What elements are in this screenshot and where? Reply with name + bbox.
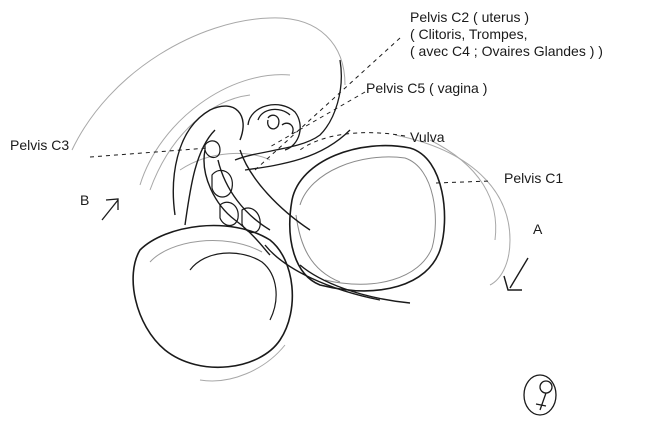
label-a: A xyxy=(533,222,542,237)
c1-lobe xyxy=(290,146,445,291)
label-c5: Pelvis C5 ( vagina ) xyxy=(366,81,487,96)
label-c2-line3: ( avec C4 ; Ovaires Glandes ) ) xyxy=(410,44,603,59)
c2-c5-bulb xyxy=(235,60,350,170)
label-c2-line2: ( Clitoris, Trompes, xyxy=(410,27,527,42)
label-c1: Pelvis C1 xyxy=(504,171,563,186)
arrow-a-icon xyxy=(504,258,528,290)
female-symbol-icon xyxy=(524,375,556,415)
label-b: B xyxy=(80,193,89,208)
arrow-b-icon xyxy=(102,199,118,220)
label-vulva: Vulva xyxy=(410,130,445,145)
label-c2-line1: Pelvis C2 ( uterus ) xyxy=(410,10,529,25)
lower-left-lobe xyxy=(133,226,292,368)
label-c3: Pelvis C3 xyxy=(10,138,69,153)
background-sweep-strokes xyxy=(72,18,510,381)
